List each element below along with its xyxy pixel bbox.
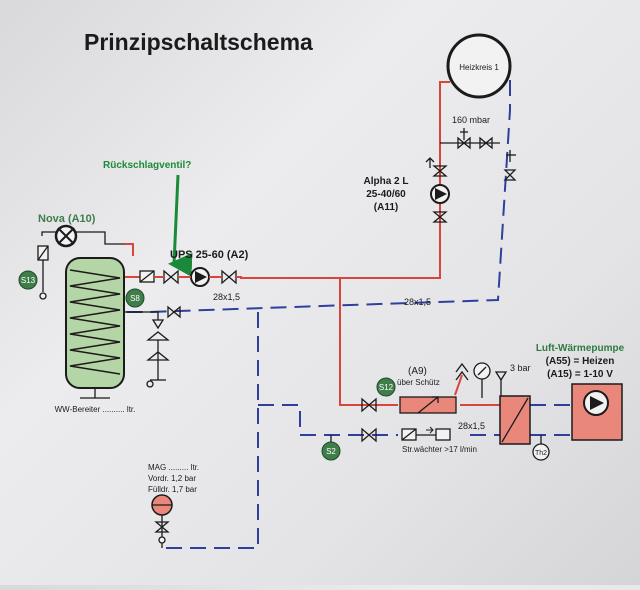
sensor-s8: S8 xyxy=(125,288,145,308)
sensor-s13: S13 xyxy=(18,270,38,290)
flow-switch-label: Str.wächter >17 l/min xyxy=(402,445,477,454)
mag-volume: MAG ......... ltr. xyxy=(148,463,199,472)
flow-arrow-icon xyxy=(425,157,435,168)
sensor-s12-label: S12 xyxy=(379,383,394,392)
return-pipe-main xyxy=(125,80,511,313)
supply-pipes xyxy=(125,81,500,406)
pressure-gauge-icon xyxy=(455,362,508,398)
sensor-s2-label: S2 xyxy=(326,447,336,456)
plate-heat-exchanger xyxy=(499,395,531,445)
pump-a2-label: UPS 25-60 (A2) xyxy=(170,249,249,261)
heatpump-title: Luft-Wärmepumpe xyxy=(536,343,625,354)
pressure-label: 3 bar xyxy=(510,363,531,373)
sensor-s12: S12 xyxy=(376,377,396,397)
valve-a9-icon xyxy=(361,397,377,413)
heizkreis-group: Heizkreis 1 160 mbar xyxy=(440,33,517,181)
mag-valve-icon xyxy=(154,521,170,533)
pipe-label-middle: 28x1,5 xyxy=(404,297,431,307)
return-pipes xyxy=(125,80,570,549)
pump-a11-code: (A11) xyxy=(374,202,398,213)
pump-a2-line: UPS 25-60 (A2) 28x1,5 xyxy=(139,249,249,319)
mag-group: MAG ......... ltr. Vordr. 1,2 bar Fülldr… xyxy=(148,463,199,548)
supply-pipe-to-safety-valve xyxy=(454,374,463,396)
storage-tank: WW-Bereiter .......... ltr. xyxy=(55,257,170,414)
bypass-valve-icon xyxy=(440,128,500,150)
sensor-th2: Th2 xyxy=(532,435,550,461)
page-title: Prinzipschaltschema xyxy=(84,29,313,55)
supply-pipe-to-a9 xyxy=(339,278,398,406)
flow-switch-icon xyxy=(435,428,451,441)
annotation-arrow xyxy=(168,174,193,277)
pump-a11-name: Alpha 2 L xyxy=(363,176,408,187)
return-pipe-lower xyxy=(258,404,398,436)
heatpump-signal: (A15) = 1-10 V xyxy=(547,369,613,380)
pipe-label-lower: 28x1,5 xyxy=(458,421,485,431)
check-valve-icon xyxy=(432,165,448,177)
mag-fill-pressure: Fülldr. 1,7 bar xyxy=(148,485,197,494)
pipe-label-upper: 28x1,5 xyxy=(213,292,240,302)
tank-safety-valve-icon xyxy=(125,311,170,388)
a9-group: (A9) über Schütz 3 bar xyxy=(361,362,531,414)
supply-pipe-nova-outlet xyxy=(125,243,134,256)
heizkreis-pressure: 160 mbar xyxy=(452,115,490,125)
tank-coil xyxy=(69,269,121,375)
return-valve-icon xyxy=(167,305,181,319)
annotation-text: Rückschlagventil? xyxy=(103,160,191,171)
supply-pipe-main xyxy=(240,81,450,279)
return-pipe-to-mag xyxy=(160,312,259,549)
tank-label: WW-Bereiter .......... ltr. xyxy=(55,405,136,414)
heat-pump: Luft-Wärmepumpe (A55) = Heizen (A15) = 1… xyxy=(536,343,625,441)
nova-a10: Nova (A10) xyxy=(37,213,125,300)
a9-label: (A9) xyxy=(408,366,427,377)
valve-a2-icon xyxy=(163,269,179,285)
annotation-group: Rückschlagventil? xyxy=(103,160,193,277)
sensor-s2: S2 xyxy=(321,435,341,461)
sensor-s13-label: S13 xyxy=(21,276,36,285)
valve-a2-out-icon xyxy=(221,269,237,285)
heizkreis-circle xyxy=(446,33,512,99)
heizkreis-label: Heizkreis 1 xyxy=(459,63,499,72)
sensor-s8-label: S8 xyxy=(130,294,140,303)
valve-a11-icon xyxy=(432,211,448,223)
a9-sub: über Schütz xyxy=(397,378,440,387)
mag-pre-pressure: Vordr. 1,2 bar xyxy=(148,474,196,483)
pump-a11-model: 25-40/60 xyxy=(366,189,406,200)
lower-return-row: 28x1,5 Str.wächter >17 l/min xyxy=(361,421,485,454)
heatpump-heat: (A55) = Heizen xyxy=(546,356,615,367)
valve-return-icon xyxy=(503,150,517,181)
nova-label: Nova (A10) xyxy=(38,213,96,225)
valve-lower-icon xyxy=(361,427,377,443)
pump-a11: Alpha 2 L 25-40/60 (A11) xyxy=(363,157,450,223)
sensor-th2-label: Th2 xyxy=(535,450,547,457)
